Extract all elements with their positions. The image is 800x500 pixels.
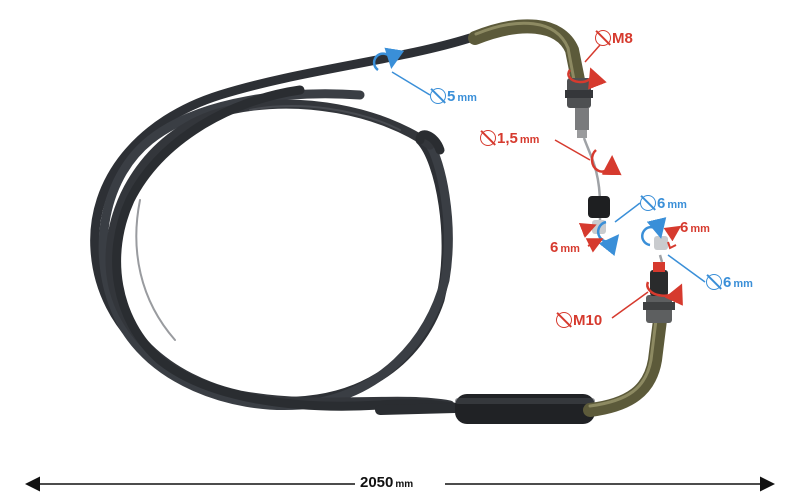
- diameter-icon: [556, 312, 572, 328]
- diameter-icon: [480, 130, 496, 146]
- diameter-icon: [430, 88, 446, 104]
- diameter-icon: [640, 195, 656, 211]
- upper-adjuster: [565, 78, 593, 138]
- bottom-nipple: [654, 236, 668, 263]
- cable-coil: [90, 33, 475, 413]
- diameter-icon: [706, 274, 722, 290]
- lower-metal-tube: [583, 313, 667, 417]
- upper-metal-tube: [468, 19, 585, 87]
- callout-markers: [372, 44, 706, 319]
- cable-lower-section: [375, 403, 460, 415]
- label-m8: M8: [595, 30, 633, 47]
- diameter-icon: [595, 30, 611, 46]
- label-m10: M10: [556, 312, 602, 329]
